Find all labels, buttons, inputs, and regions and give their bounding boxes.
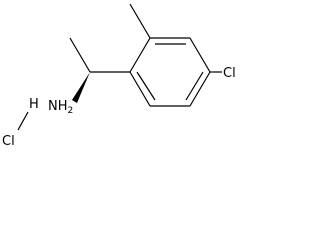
methyl-bond: [129, 3, 151, 39]
ring-bond-c6-c1-inner: [136, 71, 156, 101]
benzene-ring: [129, 37, 211, 107]
alpha-methyl-bond: [69, 37, 91, 73]
chemical-structure: Cl NH2 H Cl: [2, 3, 236, 149]
salt-chlorine-label: Cl: [2, 134, 15, 149]
ring-chlorine-label: Cl: [223, 66, 236, 81]
amine-label: NH2: [48, 99, 73, 116]
stereo-wedge-bond: [72, 72, 90, 103]
amine-subscript: 2: [68, 106, 74, 116]
salt-hydrogen-label: H: [29, 97, 39, 112]
ring-bond-c4-c5: [189, 71, 211, 107]
amine-h-label: H: [58, 99, 68, 114]
ring-bond-c1-c2: [129, 37, 151, 73]
ring-bond-c3-c4: [189, 37, 211, 73]
amine-n-label: N: [48, 99, 58, 114]
hcl-bond: [17, 111, 29, 131]
ring-bond-c6-c1: [129, 71, 151, 107]
ring-bond-c4-c5-inner: [185, 71, 204, 101]
